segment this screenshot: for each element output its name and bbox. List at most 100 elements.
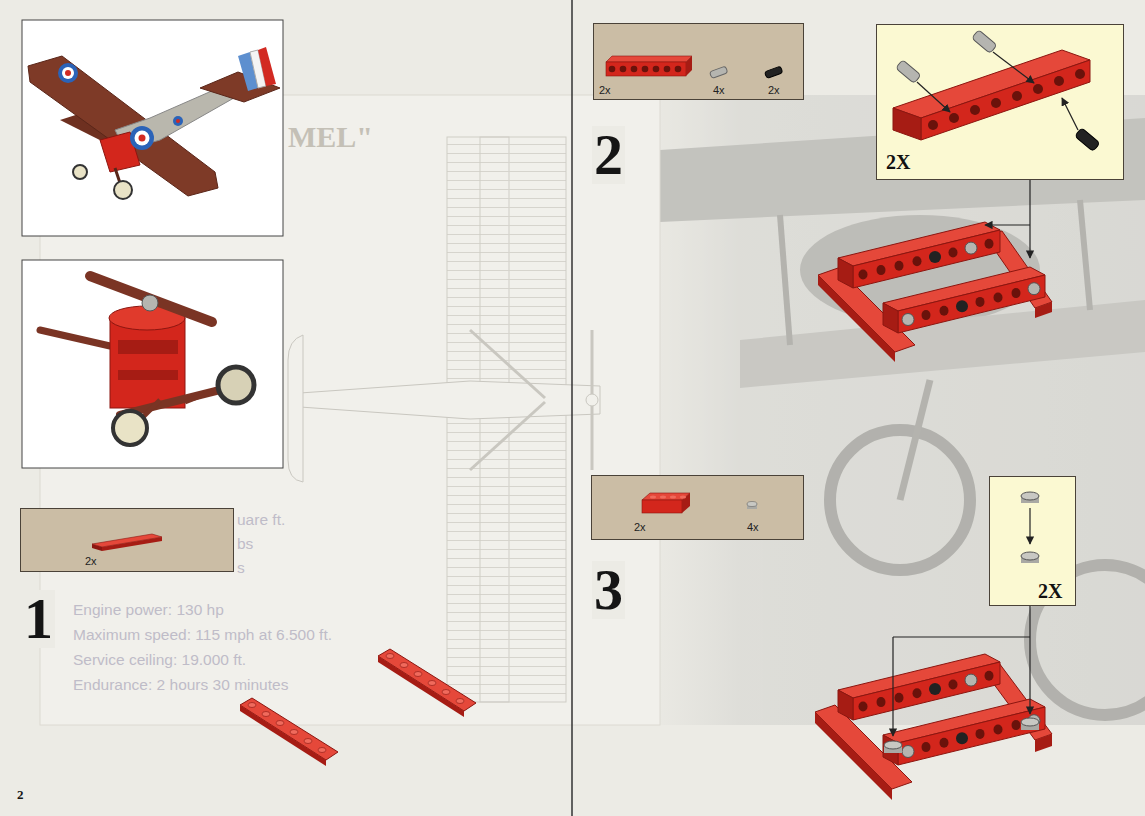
step2-assembly bbox=[859, 239, 994, 280]
step2-assembly bbox=[940, 306, 949, 316]
step3-assembly bbox=[902, 746, 914, 758]
step3-assembly bbox=[895, 693, 904, 703]
background-photo bbox=[1030, 565, 1145, 715]
step3-assembly bbox=[898, 707, 1045, 765]
step1-assembly bbox=[386, 654, 464, 704]
step2-callout-picture bbox=[917, 82, 950, 112]
step1-assembly bbox=[240, 698, 338, 760]
step2-assembly bbox=[922, 310, 931, 320]
step2-parts bbox=[709, 66, 727, 78]
step3-callout-picture bbox=[1021, 552, 1039, 560]
model-picture bbox=[135, 131, 150, 146]
assembly-arrow bbox=[1029, 637, 1030, 714]
model-picture bbox=[114, 181, 132, 199]
box-fills bbox=[20, 23, 1124, 606]
step3-assembly bbox=[922, 742, 931, 752]
step2-assembly bbox=[913, 256, 922, 266]
step2-assembly bbox=[976, 297, 985, 307]
background-photo bbox=[1080, 200, 1090, 310]
blueprint-panel bbox=[470, 330, 545, 398]
step2-assembly bbox=[965, 242, 977, 254]
parts-box: 2x4x2x bbox=[593, 23, 804, 100]
step2-assembly bbox=[929, 251, 941, 263]
step3-assembly bbox=[922, 720, 1021, 752]
engine-picture bbox=[118, 370, 178, 380]
step1-assembly bbox=[248, 703, 326, 753]
step2-assembly bbox=[1035, 302, 1052, 318]
step2-parts bbox=[606, 56, 692, 62]
step2-callout-picture bbox=[1012, 91, 1022, 101]
model-picture bbox=[176, 119, 180, 123]
step2-assembly bbox=[949, 248, 958, 258]
step3-assembly bbox=[994, 725, 1003, 735]
spec-text: Endurance: 2 hours 30 minutes bbox=[73, 677, 288, 693]
step3-parts bbox=[680, 496, 686, 499]
background-photo bbox=[640, 95, 1145, 725]
step2-assembly bbox=[877, 265, 886, 275]
watermark: MEL" bbox=[288, 122, 373, 152]
box-fill bbox=[593, 23, 804, 100]
step-number: 2 bbox=[592, 126, 625, 184]
step1-assembly bbox=[378, 656, 464, 717]
step2-callout-picture bbox=[1054, 76, 1064, 86]
step3-parts bbox=[642, 493, 757, 513]
spec-text: s bbox=[237, 560, 245, 576]
model-picture bbox=[22, 20, 283, 236]
engine-picture bbox=[110, 318, 185, 408]
step2-callout-picture bbox=[993, 52, 1034, 83]
step1-assembly bbox=[318, 748, 326, 753]
model-picture bbox=[139, 135, 146, 142]
step2-callout-picture bbox=[970, 105, 980, 115]
blueprint-panel bbox=[480, 137, 566, 702]
step3-assembly bbox=[884, 741, 902, 749]
step3-parts bbox=[747, 502, 757, 507]
step1-assembly bbox=[386, 654, 394, 659]
step3-assembly bbox=[985, 671, 994, 681]
step2-parts bbox=[686, 56, 692, 76]
step1-parts bbox=[102, 537, 162, 551]
background-photo bbox=[780, 215, 790, 345]
step1-parts bbox=[92, 534, 162, 551]
engine-picture bbox=[113, 411, 147, 445]
callout-box: 2X bbox=[876, 24, 1124, 180]
step2-assembly bbox=[994, 293, 1003, 303]
step2-parts bbox=[609, 66, 616, 73]
background-photo bbox=[900, 380, 930, 500]
step1-assembly bbox=[276, 721, 284, 726]
callout-multiplier: 2X bbox=[1038, 581, 1062, 601]
step2-callout-picture bbox=[921, 60, 1090, 140]
part-count: 2x bbox=[85, 556, 97, 567]
step1-assembly bbox=[414, 672, 422, 677]
step2-parts bbox=[764, 66, 782, 78]
step2-assembly bbox=[818, 222, 1052, 362]
step1-assembly bbox=[248, 703, 256, 708]
step3-assembly bbox=[976, 729, 985, 739]
step2-assembly bbox=[956, 300, 968, 312]
assembly-arrow bbox=[1029, 606, 1030, 637]
part-count: 4x bbox=[713, 85, 725, 96]
assembly-arrow bbox=[893, 636, 1030, 637]
engine-picture bbox=[22, 260, 283, 468]
step2-parts bbox=[653, 66, 660, 73]
step2-assembly bbox=[859, 270, 868, 280]
step3-assembly bbox=[913, 688, 922, 698]
step2-callout-picture bbox=[972, 30, 997, 54]
step2-assembly bbox=[838, 222, 1000, 266]
step3-parts bbox=[660, 496, 666, 499]
background-photo bbox=[740, 300, 1145, 388]
part-count: 2x bbox=[768, 85, 780, 96]
spec-text: Service ceiling: 19.000 ft. bbox=[73, 652, 246, 668]
column-divider bbox=[571, 0, 573, 816]
step2-assembly bbox=[898, 275, 1045, 333]
step2-callout-picture bbox=[1075, 69, 1085, 79]
page-number: 2 bbox=[17, 788, 24, 801]
step2-callout-picture bbox=[949, 113, 959, 123]
step2-callout-picture bbox=[928, 120, 938, 130]
step1-assembly bbox=[290, 730, 298, 735]
step2-parts bbox=[631, 66, 638, 73]
step3-parts bbox=[642, 493, 690, 500]
step-number: 3 bbox=[592, 561, 625, 619]
